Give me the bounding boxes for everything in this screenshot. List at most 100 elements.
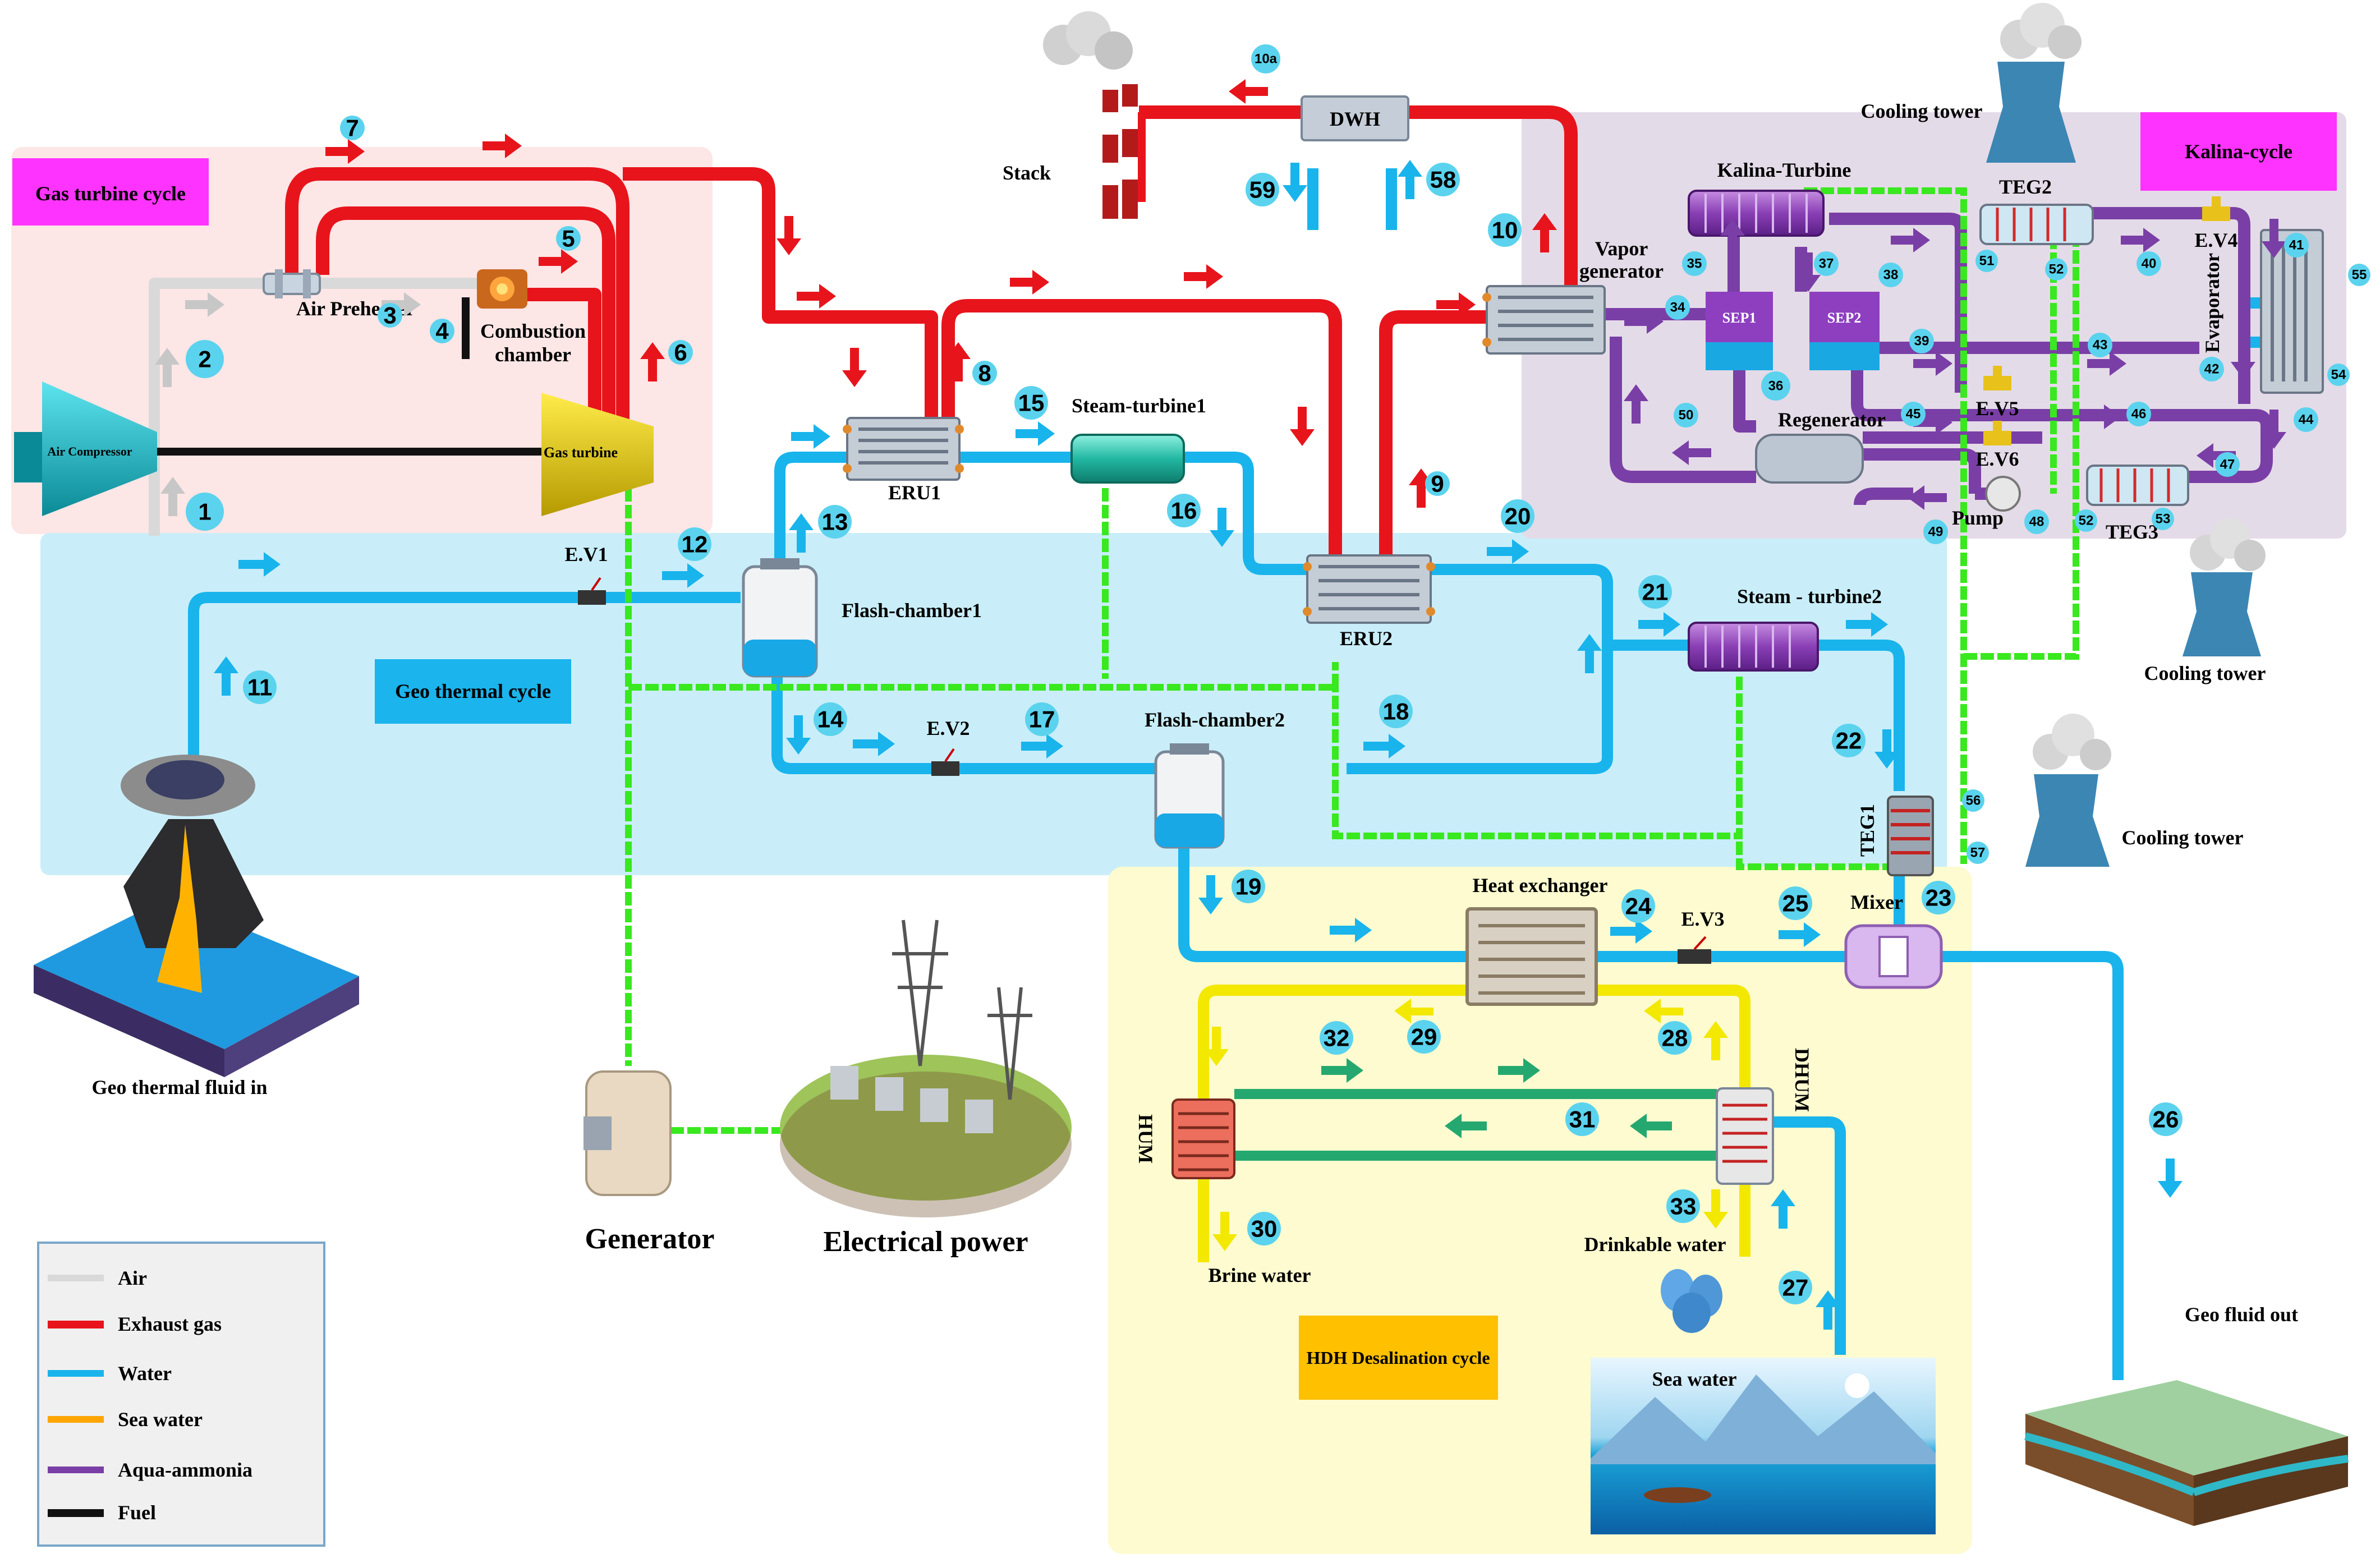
- svg-text:14: 14: [817, 706, 844, 733]
- electrical-substation: [780, 920, 1072, 1217]
- state-badge-23: 23: [1922, 881, 1955, 914]
- brine-water-label: Brine water: [1209, 1264, 1311, 1286]
- vapor-generator-label-2: generator: [1579, 260, 1664, 282]
- steam-turbine1-label: Steam-turbine1: [1072, 394, 1206, 417]
- teg3-label: TEG3: [2106, 521, 2158, 543]
- sep1-label: SEP1: [1722, 310, 1757, 326]
- state-badge-58: 58: [1426, 163, 1460, 196]
- svg-text:16: 16: [1171, 498, 1197, 524]
- sea-water-label: Sea water: [1652, 1368, 1737, 1390]
- teg1-label: TEG1: [1856, 804, 1878, 857]
- air-arrows: [155, 292, 421, 516]
- heat-exchanger-label: Heat exchanger: [1473, 874, 1608, 897]
- combustion-chamber-label-1: Combustion: [480, 320, 586, 342]
- drinkable-water-label: Drinkable water: [1584, 1233, 1726, 1256]
- legend: Air Exhaust gas Water Sea water Aqua-amm…: [37, 1242, 325, 1547]
- state-badge-52a: 52: [2045, 258, 2067, 281]
- svg-text:9: 9: [1431, 471, 1444, 497]
- state-badge-39: 39: [1909, 329, 1934, 353]
- svg-text:Aqua-ammonia: Aqua-ammonia: [118, 1459, 252, 1481]
- flash-chamber1-label: Flash-chamber1: [842, 599, 982, 622]
- ev6-label: E.V6: [1975, 448, 2019, 470]
- svg-text:30: 30: [1251, 1216, 1278, 1242]
- state-badge-47: 47: [2215, 452, 2240, 477]
- cooling-tower-1: [1986, 3, 2082, 163]
- svg-text:2: 2: [198, 346, 211, 373]
- gas-turbine-tag: [12, 158, 209, 226]
- state-badge-27: 27: [1779, 1271, 1812, 1304]
- state-badge-44: 44: [2294, 407, 2318, 432]
- svg-text:56: 56: [1966, 793, 1981, 808]
- eru1: [843, 417, 964, 481]
- pump-label: Pump: [1952, 507, 2004, 529]
- state-badge-38: 38: [1878, 263, 1903, 287]
- steam-turbine1: [1070, 434, 1185, 484]
- state-badge-55: 55: [2348, 264, 2370, 286]
- legend-item-aqua-ammonia: Aqua-ammonia: [48, 1459, 252, 1481]
- state-badge-45: 45: [1901, 402, 1926, 426]
- state-badge-1: 1: [186, 493, 224, 531]
- cooling-tower-2-label: Cooling tower: [2144, 662, 2266, 684]
- expansion-valve-3: [1678, 936, 1711, 964]
- water-bottles: [1661, 1269, 1722, 1333]
- svg-text:27: 27: [1782, 1275, 1809, 1301]
- state-badge-41: 41: [2284, 233, 2309, 258]
- state-badge-32: 32: [1320, 1021, 1353, 1055]
- svg-text:26: 26: [2153, 1106, 2179, 1133]
- state-badge-50: 50: [1674, 403, 1698, 427]
- state-badge-30: 30: [1247, 1212, 1281, 1245]
- hum-label: HUM: [1134, 1114, 1157, 1164]
- gas-turbine-tag-text: Gas turbine cycle: [35, 182, 186, 205]
- evaporator: [2260, 229, 2324, 394]
- state-badge-54: 54: [2327, 364, 2350, 386]
- mixer-label: Mixer: [1850, 891, 1903, 913]
- vapor-generator-label-1: Vapor: [1595, 237, 1648, 260]
- state-badge-46: 46: [2126, 402, 2151, 426]
- svg-text:37: 37: [1819, 256, 1834, 272]
- gas-turbine: Gas turbine: [541, 393, 654, 516]
- state-badge-8: 8: [972, 360, 997, 387]
- legend-item-water: Water: [48, 1362, 172, 1385]
- legend-item-fuel: Fuel: [48, 1501, 156, 1524]
- svg-text:Fuel: Fuel: [118, 1501, 156, 1524]
- hdh-tag: [1299, 1316, 1498, 1400]
- cooling-tower-1-label: Cooling tower: [1861, 100, 1983, 122]
- expansion-valve-1: [578, 577, 606, 605]
- expansion-valve-2: [931, 748, 959, 776]
- svg-text:Air: Air: [118, 1267, 147, 1289]
- state-badge-34: 34: [1665, 295, 1690, 320]
- state-badge-2: 2: [186, 340, 224, 378]
- gas-turbine-label: Gas turbine: [544, 444, 618, 461]
- svg-text:54: 54: [2331, 367, 2346, 383]
- state-badge-51: 51: [1975, 250, 1998, 272]
- svg-text:28: 28: [1662, 1025, 1688, 1051]
- state-badge-59: 59: [1246, 173, 1279, 206]
- svg-text:13: 13: [822, 509, 848, 535]
- stack-label: Stack: [1003, 162, 1051, 184]
- eru1-label: ERU1: [888, 481, 941, 504]
- state-badge-48: 48: [2024, 509, 2049, 534]
- sea-water-scene: [1591, 1358, 1936, 1534]
- state-badge-16: 16: [1167, 494, 1201, 527]
- state-badge-14: 14: [814, 702, 847, 736]
- flow-arrows: [155, 79, 2286, 1330]
- sea-arrows: [1204, 999, 1728, 1251]
- cooling-tower-3-label: Cooling tower: [2122, 826, 2244, 849]
- ev2-label: E.V2: [926, 717, 970, 739]
- svg-text:43: 43: [2093, 338, 2108, 353]
- geothermal-region: [40, 533, 1947, 875]
- combustion-chamber: [477, 269, 527, 309]
- stack: [1043, 11, 1138, 219]
- generator: [583, 1070, 672, 1196]
- steam-turbine2: [1688, 622, 1819, 672]
- geo-fluid-out-label: Geo fluid out: [2185, 1303, 2298, 1326]
- svg-text:4: 4: [435, 318, 449, 344]
- ev5-label: E.V5: [1975, 397, 2019, 420]
- svg-text:25: 25: [1782, 890, 1809, 917]
- state-badge-43: 43: [2088, 333, 2112, 357]
- exhaust-pipes: [285, 105, 1578, 555]
- state-badge-6: 6: [668, 339, 693, 366]
- svg-text:50: 50: [1679, 408, 1694, 423]
- geothermal-tag: [375, 659, 571, 724]
